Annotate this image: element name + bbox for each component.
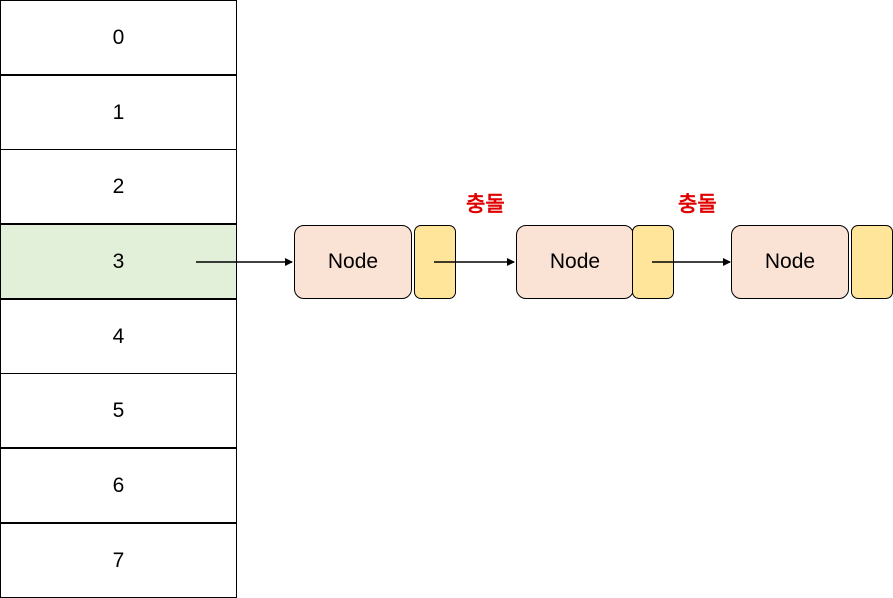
hash-slot-0: 0 [0, 0, 237, 75]
hash-slot-6: 6 [0, 448, 237, 523]
hash-slot-2: 2 [0, 149, 237, 224]
hash-slot-3: 3 [0, 224, 237, 299]
collision-label-1: 충돌 [466, 192, 505, 216]
chain-node-3: Node [731, 225, 849, 299]
collision-label-2: 충돌 [678, 192, 717, 216]
chain-node-2: Node [516, 225, 634, 299]
chain-node-1: Node [294, 225, 412, 299]
chain-node-3-pointer [851, 225, 893, 299]
chain-node-2-pointer [632, 225, 674, 299]
hash-slot-5: 5 [0, 373, 237, 448]
hash-slot-1: 1 [0, 75, 237, 150]
hash-table: 0 1 2 3 4 5 6 7 [0, 0, 237, 598]
hash-slot-4: 4 [0, 299, 237, 374]
chain-node-1-pointer [414, 225, 456, 299]
hash-slot-7: 7 [0, 523, 237, 598]
